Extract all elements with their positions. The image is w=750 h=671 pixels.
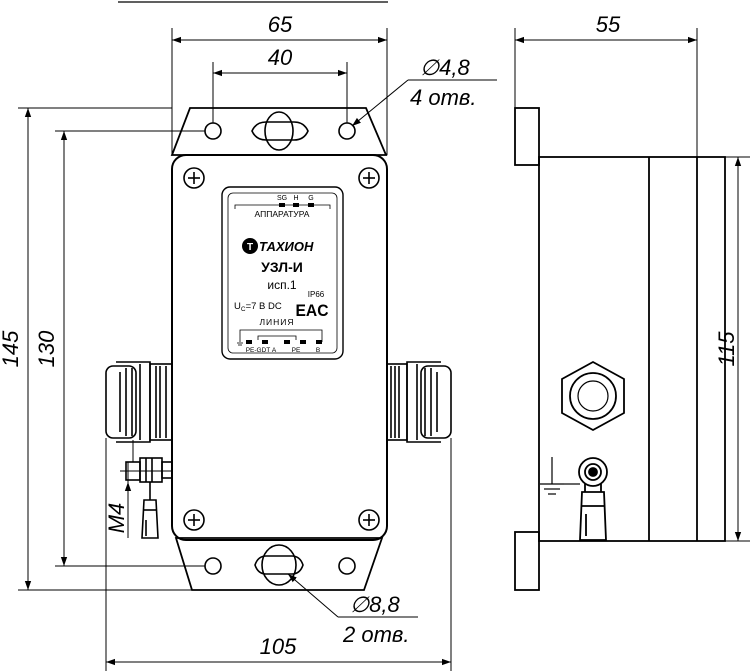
left-cable-gland-icon — [105, 361, 173, 443]
mounting-hole-icon — [204, 122, 222, 140]
side-dimensions — [514, 28, 750, 542]
eac-mark: EAC — [295, 301, 328, 320]
dim-depth: 55 — [596, 12, 621, 37]
gland-end-view-icon — [561, 360, 625, 432]
svg-text:Т: Т — [247, 242, 253, 253]
terminal-b: B — [316, 347, 320, 354]
large-hole-icon — [261, 544, 297, 586]
terminal-sg: SG — [277, 195, 287, 202]
enclosure-body — [171, 154, 388, 541]
dim-hole-spacing: 40 — [268, 45, 293, 70]
terminal-g: G — [308, 195, 313, 202]
terminal-a: A — [272, 347, 277, 354]
side-bottom-flange — [514, 531, 540, 591]
model-name: УЗЛ-И — [261, 259, 303, 275]
screw-icon — [183, 167, 205, 189]
side-view — [514, 107, 726, 591]
right-cable-gland-icon — [386, 361, 452, 443]
mounting-hole-icon — [204, 557, 222, 575]
nameplate: SG H G АППАРАТУРА Т ТАХИОН УЗЛ-И исп.1 I… — [221, 186, 344, 360]
hole-large-dia: ∅8,8 — [350, 592, 401, 617]
terminal-pe-gdt: PE-GDT — [246, 347, 271, 354]
front-dimensions — [18, 28, 497, 671]
dim-body-height: 115 — [714, 331, 739, 367]
side-body — [538, 156, 726, 542]
mounting-hole-icon — [338, 557, 356, 575]
voltage-subscript: C — [241, 306, 246, 313]
screw-icon — [358, 509, 380, 531]
ground-symbol-icon — [540, 457, 580, 495]
brand-logo-icon: Т — [242, 238, 258, 254]
ip-rating: IP66 — [308, 290, 325, 299]
hole-large-count: 2 отв. — [342, 622, 410, 647]
terminal-pe: PE — [292, 347, 301, 354]
dim-height-holes: 130 — [34, 330, 59, 367]
dim-base-width: 105 — [260, 634, 297, 659]
screw-icon — [358, 167, 380, 189]
dim-width-overall: 65 — [268, 12, 293, 37]
line-label: ЛИНИЯ — [259, 317, 294, 327]
dim-height-overall: 145 — [0, 330, 23, 367]
brand-name: ТАХИОН — [259, 239, 314, 254]
ground-terminal-icon — [578, 457, 608, 541]
hole-small-dia: ∅4,8 — [420, 55, 471, 80]
voltage-value: =7 В DC — [246, 301, 282, 312]
thread-label: M4 — [104, 503, 129, 534]
hole-small-count: 4 отв. — [410, 85, 477, 110]
terminal-h: H — [293, 195, 298, 202]
voltage-rating: UC=7 В DC — [234, 301, 282, 313]
bottom-mounting-flange — [174, 537, 384, 591]
screw-icon — [183, 509, 205, 531]
keyhole-slot-icon — [251, 121, 309, 141]
top-mounting-flange — [170, 107, 388, 156]
front-view — [105, 1, 452, 591]
model-variant: исп.1 — [267, 278, 297, 292]
side-top-flange — [514, 107, 540, 166]
voltage-symbol: U — [234, 301, 241, 312]
apparatus-label: АППАРАТУРА — [255, 209, 310, 219]
